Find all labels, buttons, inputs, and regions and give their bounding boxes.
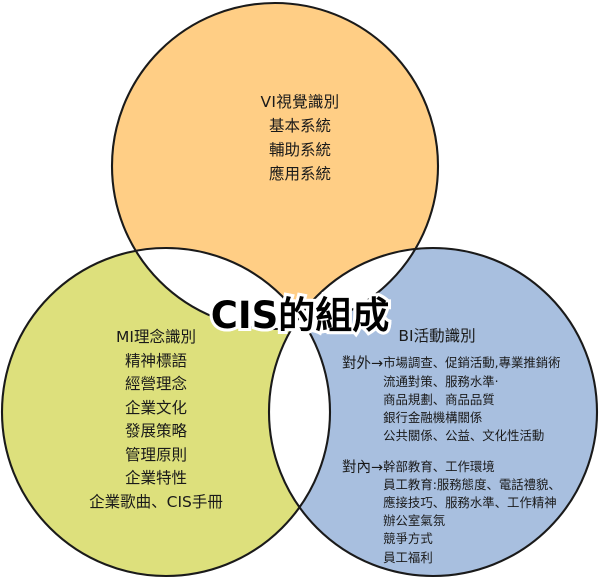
circle-outline-vi bbox=[110, 1, 440, 331]
circle-outline-bi bbox=[267, 246, 599, 578]
circle-fill-bi bbox=[269, 248, 597, 576]
circle-fill-vi bbox=[112, 3, 438, 329]
circle-fill-mi bbox=[2, 248, 330, 576]
circle-outline-mi bbox=[0, 246, 332, 578]
circle-fills bbox=[2, 3, 597, 576]
